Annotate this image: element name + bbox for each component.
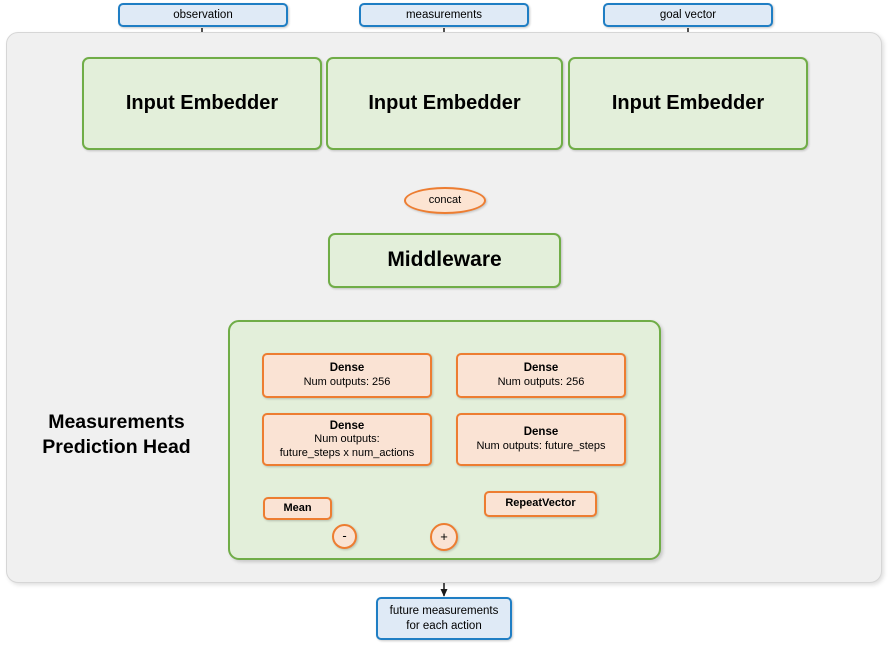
measurements-prediction-head-label: Measurements Prediction Head [14,410,219,461]
repeat-vector-node[interactable]: RepeatVector [484,491,597,517]
output-line1: future measurements [389,605,499,618]
left-dense-future-title: Dense [329,419,365,432]
subtract-operator-label: - [342,528,347,544]
left-dense-256-title: Dense [329,362,365,375]
concat-label: concat [428,193,462,206]
repeat-vector-label: RepeatVector [505,497,576,510]
left-dense-future-steps-actions[interactable]: Dense Num outputs: future_steps x num_ac… [262,413,432,466]
right-dense-future-steps[interactable]: Dense Num outputs: future_steps [456,413,626,466]
add-operator[interactable]: + [430,523,458,551]
left-dense-256[interactable]: Dense Num outputs: 256 [262,353,432,398]
concat-node[interactable]: concat [404,187,486,214]
middleware-node[interactable]: Middleware [328,233,561,288]
add-operator-label: + [440,528,448,544]
right-dense-future-title: Dense [523,426,559,439]
output-line2: for each action [406,619,482,632]
left-dense-256-outputs: Num outputs: 256 [303,375,391,388]
input-observation[interactable]: observation [118,3,288,27]
input-goal-vector-label: goal vector [659,8,717,21]
left-dense-future-outputs-value: future_steps x num_actions [279,446,415,459]
input-embedder-2[interactable]: Input Embedder [326,57,563,150]
input-embedder-3-label: Input Embedder [611,92,765,114]
input-measurements-label: measurements [405,8,483,21]
mean-label: Mean [283,501,312,514]
right-dense-256-outputs: Num outputs: 256 [497,375,585,388]
input-observation-label: observation [173,8,233,21]
input-goal-vector[interactable]: goal vector [603,3,773,27]
input-embedder-1-label: Input Embedder [125,92,279,114]
mean-node[interactable]: Mean [263,497,332,520]
input-embedder-2-label: Input Embedder [368,92,521,114]
right-dense-256-title: Dense [523,362,559,375]
right-dense-future-outputs: Num outputs: future_steps [476,439,606,452]
head-label-line2: Prediction Head [42,436,191,459]
right-dense-256[interactable]: Dense Num outputs: 256 [456,353,626,398]
head-label-line1: Measurements [48,411,185,433]
output-future-measurements[interactable]: future measurements for each action [376,597,512,640]
input-measurements[interactable]: measurements [359,3,529,27]
middleware-label: Middleware [387,248,502,272]
input-embedder-1[interactable]: Input Embedder [82,57,322,150]
input-embedder-3[interactable]: Input Embedder [568,57,808,150]
left-dense-future-outputs-label: Num outputs: [314,432,380,445]
subtract-operator[interactable]: - [332,524,357,549]
